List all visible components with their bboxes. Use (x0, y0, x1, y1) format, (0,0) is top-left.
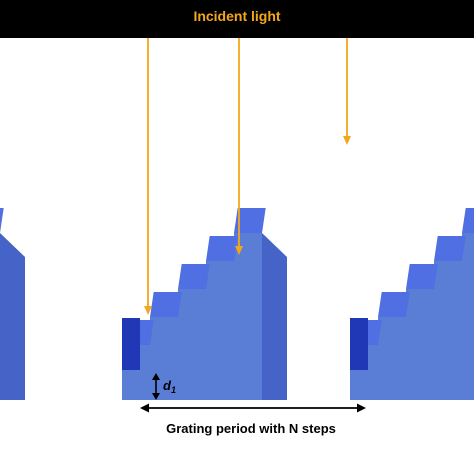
height-arrow-bottom-head (152, 393, 160, 400)
step-top-5 (462, 208, 474, 233)
step-top-4 (206, 236, 238, 261)
side-face (0, 233, 25, 400)
period-marker: Grating period with N steps (140, 403, 366, 436)
side-face (262, 233, 287, 400)
pit-shadow (350, 318, 368, 370)
pit-shadow (122, 318, 140, 370)
incident-light-arrowhead-3 (343, 136, 351, 145)
height-arrow-top-head (152, 373, 160, 380)
step-top-3 (406, 264, 438, 289)
incident-light-arrowhead-2 (235, 246, 243, 255)
step-top-3 (178, 264, 210, 289)
grating-body (122, 233, 262, 400)
period-label: Grating period with N steps (166, 421, 336, 436)
grating-body (350, 233, 474, 400)
step-height-marker: d1 (152, 373, 176, 400)
step-top-5 (234, 208, 266, 233)
grating-period-1 (122, 208, 287, 400)
step-top-5 (0, 208, 4, 233)
incident-light-rays (144, 38, 351, 315)
step-top-2 (150, 292, 182, 317)
step-top-4 (434, 236, 466, 261)
grating-period-0 (0, 208, 25, 400)
step-top-2 (378, 292, 410, 317)
baseline-mask (0, 400, 474, 474)
period-arrow-right-head (357, 403, 366, 413)
d1-label: d1 (163, 378, 176, 395)
period-arrow-left-head (140, 403, 149, 413)
staircase-grating (0, 208, 474, 474)
incident-light-arrowhead-1 (144, 306, 152, 315)
grating-period-2 (350, 208, 474, 400)
title-bar: Incident light (0, 0, 474, 38)
incident-light-title: Incident light (193, 8, 281, 24)
